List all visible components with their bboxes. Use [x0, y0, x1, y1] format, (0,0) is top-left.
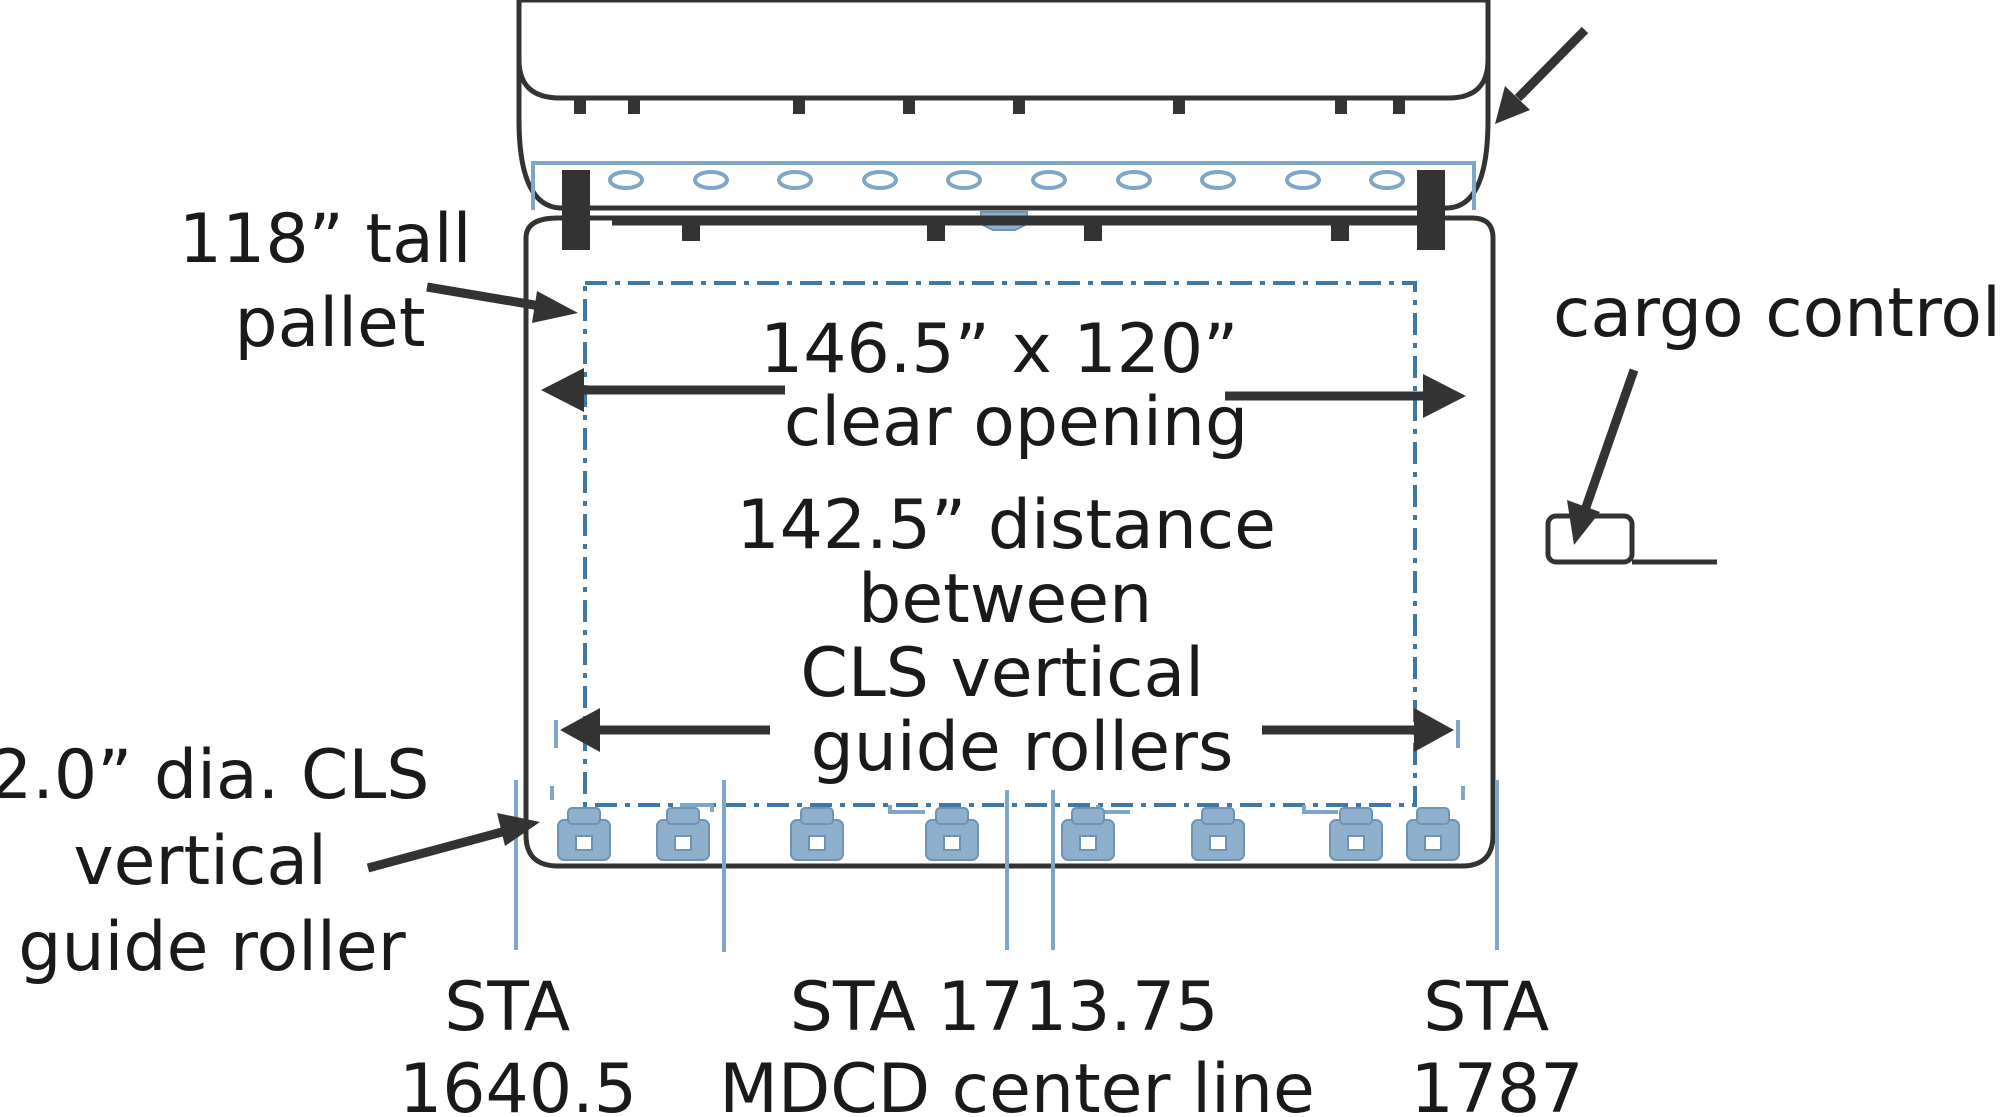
- roller-block-icon: [1191, 807, 1245, 861]
- clear-opening-arrow-left: [541, 368, 785, 412]
- pallet-height-label: 118” tall pallet: [179, 200, 493, 363]
- rail-holes: [608, 170, 1405, 190]
- pallet-pointer-arrow: [426, 282, 578, 323]
- door-opening: [523, 170, 1496, 869]
- roller-block-icon: [656, 807, 710, 861]
- roller-block-icon: [925, 807, 979, 861]
- roller-block-icon: [557, 807, 611, 861]
- roller-block-icon: [1329, 807, 1383, 861]
- roller-distance-label: 142.5” distance between CLS vertical gui…: [736, 486, 1297, 787]
- station-lines: [514, 720, 1499, 952]
- roller-pointer-arrow: [366, 813, 540, 873]
- arrows: [366, 26, 1639, 873]
- station-right-label: STA 1787: [1410, 968, 1583, 1117]
- top-rail: [531, 161, 1476, 231]
- clear-opening-outline: [583, 281, 1417, 807]
- cargo-door-pointer-arrow: [1495, 26, 1589, 124]
- station-left-label: STA 1640.5: [399, 968, 637, 1117]
- upper-hatch: [516, 0, 1491, 211]
- hatch-bolts: [574, 100, 1405, 114]
- station-center-label: STA 1713.75 MDCD center line: [719, 968, 1315, 1117]
- roller-block-icon: [790, 807, 844, 861]
- cargo-control-label: cargo control: [1553, 274, 2000, 353]
- roller-label: 2.0” dia. CLS vertical guide roller: [0, 736, 451, 987]
- clear-opening-label: 146.5” x 120” clear opening: [760, 310, 1260, 462]
- roller-block-icon: [1406, 807, 1460, 861]
- roller-distance-arrow-right: [1262, 708, 1454, 752]
- cargo-control-pointer-arrow: [1567, 368, 1639, 545]
- door-posts: [562, 170, 1445, 250]
- clear-opening-arrow-right: [1225, 374, 1466, 418]
- roller-block-icon: [1061, 807, 1115, 861]
- roller-distance-arrow-left: [560, 708, 770, 752]
